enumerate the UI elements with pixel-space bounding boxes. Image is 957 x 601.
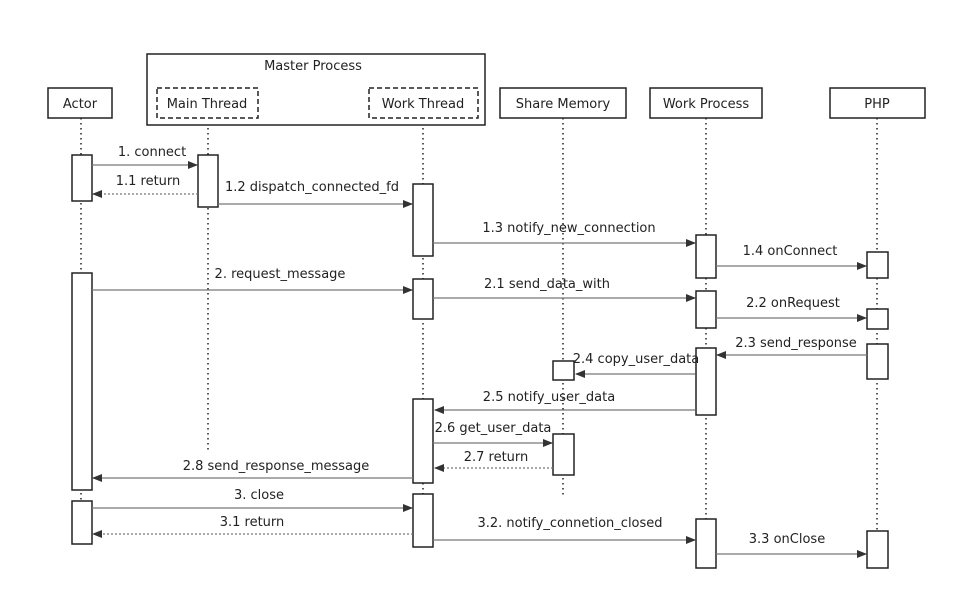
message-label: 1.4 onConnect (743, 244, 838, 259)
work-thread-activation-2 (412, 278, 434, 320)
php-activation-4 (866, 530, 889, 569)
message-label: 2.2 onRequest (746, 296, 840, 311)
message-label: 1.3 notify_new_connection (482, 221, 655, 236)
work-process-activation-3 (695, 347, 717, 416)
message-label: 2.8 send_response_message (183, 459, 370, 474)
work-process-head (649, 87, 763, 119)
main-thread-head (156, 87, 259, 119)
message-label: 3.2. notify_connetion_closed (477, 516, 662, 531)
message-label: 3.3 onClose (749, 532, 825, 547)
message-label: 1.2 dispatch_connected_fd (225, 180, 399, 195)
share-memory-label: Share Memory (516, 97, 611, 112)
main-thread-label: Main Thread (167, 97, 248, 112)
php-label: PHP (864, 97, 890, 112)
actor-activation-2 (71, 272, 93, 491)
actor-activation-3 (71, 500, 93, 545)
message-label: 1.1 return (116, 174, 181, 189)
share-memory-activation-2 (552, 433, 575, 476)
work-thread-activation-3 (412, 398, 434, 484)
message-label: 3. close (234, 488, 284, 503)
message-label: 2. request_message (215, 267, 346, 282)
message-label: 2.5 notify_user_data (483, 390, 615, 405)
message-label: 3.1 return (220, 515, 285, 530)
share-memory-head (499, 87, 627, 119)
main-thread-activation (197, 154, 219, 208)
share-memory-activation-1 (552, 360, 575, 381)
php-head (829, 87, 926, 119)
php-activation-3 (866, 343, 889, 380)
work-thread-activation-1 (412, 183, 434, 257)
message-label: 2.6 get_user_data (435, 421, 552, 436)
work-thread-label: Work Thread (382, 97, 465, 112)
actor-head (47, 87, 113, 119)
actor-activation-1 (71, 154, 93, 202)
work-process-label: Work Process (663, 97, 750, 112)
message-label: 2.1 send_data_with (484, 277, 610, 292)
php-activation-1 (866, 251, 889, 279)
actor-label: Actor (63, 97, 98, 112)
master-process-label: Master Process (264, 59, 362, 74)
work-thread-activation-4 (412, 493, 434, 548)
work-process-activation-2 (695, 290, 717, 329)
message-label: 2.4 copy_user_data (573, 352, 700, 367)
php-activation-2 (866, 308, 889, 330)
message-label: 2.3 send_response (735, 336, 857, 351)
message-label: 1. connect (118, 145, 186, 160)
work-process-activation-4 (695, 518, 717, 569)
work-process-activation-1 (695, 234, 717, 279)
message-label: 2.7 return (464, 450, 529, 465)
work-thread-head (368, 87, 479, 119)
